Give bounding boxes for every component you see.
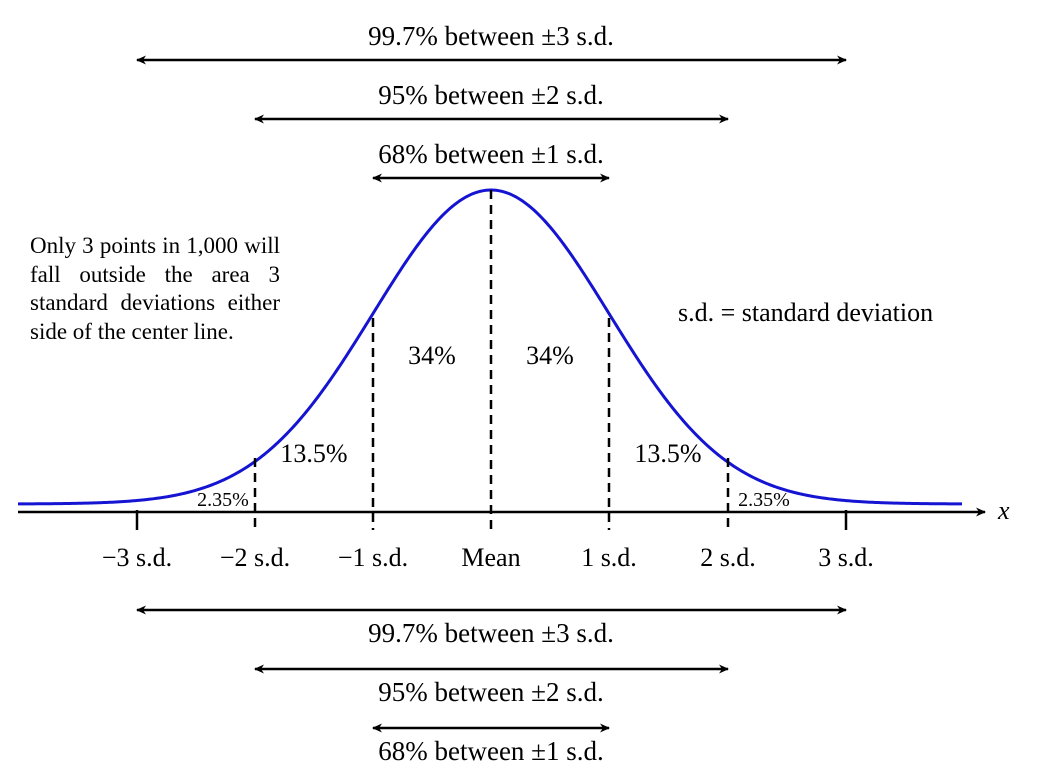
percent-right-band2: 13.5% bbox=[634, 439, 701, 468]
range-label-2sd-bottom: 95% between ±2 s.d. bbox=[378, 677, 604, 707]
percent-left-tail: 2.35% bbox=[197, 489, 249, 511]
range-label-1sd-bottom: 68% between ±1 s.d. bbox=[378, 736, 604, 766]
tick-label-plus-3sd: 3 s.d. bbox=[818, 543, 874, 572]
sd-definition-note: s.d. = standard deviation bbox=[678, 298, 934, 327]
percent-right-tail: 2.35% bbox=[738, 489, 790, 511]
percent-left-band2: 13.5% bbox=[280, 439, 347, 468]
tick-label-mean: Mean bbox=[461, 543, 520, 572]
range-label-2sd-top: 95% between ±2 s.d. bbox=[378, 80, 604, 110]
tick-label-minus-1sd: −1 s.d. bbox=[338, 543, 408, 572]
tick-label-plus-1sd: 1 s.d. bbox=[581, 543, 637, 572]
tick-label-minus-2sd: −2 s.d. bbox=[220, 543, 290, 572]
tick-label-plus-2sd: 2 s.d. bbox=[700, 543, 756, 572]
range-label-3sd-top: 99.7% between ±3 s.d. bbox=[368, 21, 614, 51]
range-label-1sd-top: 68% between ±1 s.d. bbox=[378, 139, 604, 169]
outlier-note: Only 3 points in 1,000 will fall outside… bbox=[30, 233, 280, 344]
percent-right-band1: 34% bbox=[526, 341, 574, 370]
tick-label-minus-3sd: −3 s.d. bbox=[102, 543, 172, 572]
x-axis-label: x bbox=[997, 496, 1010, 525]
percent-left-band1: 34% bbox=[408, 341, 456, 370]
range-label-3sd-bottom: 99.7% between ±3 s.d. bbox=[368, 618, 614, 648]
